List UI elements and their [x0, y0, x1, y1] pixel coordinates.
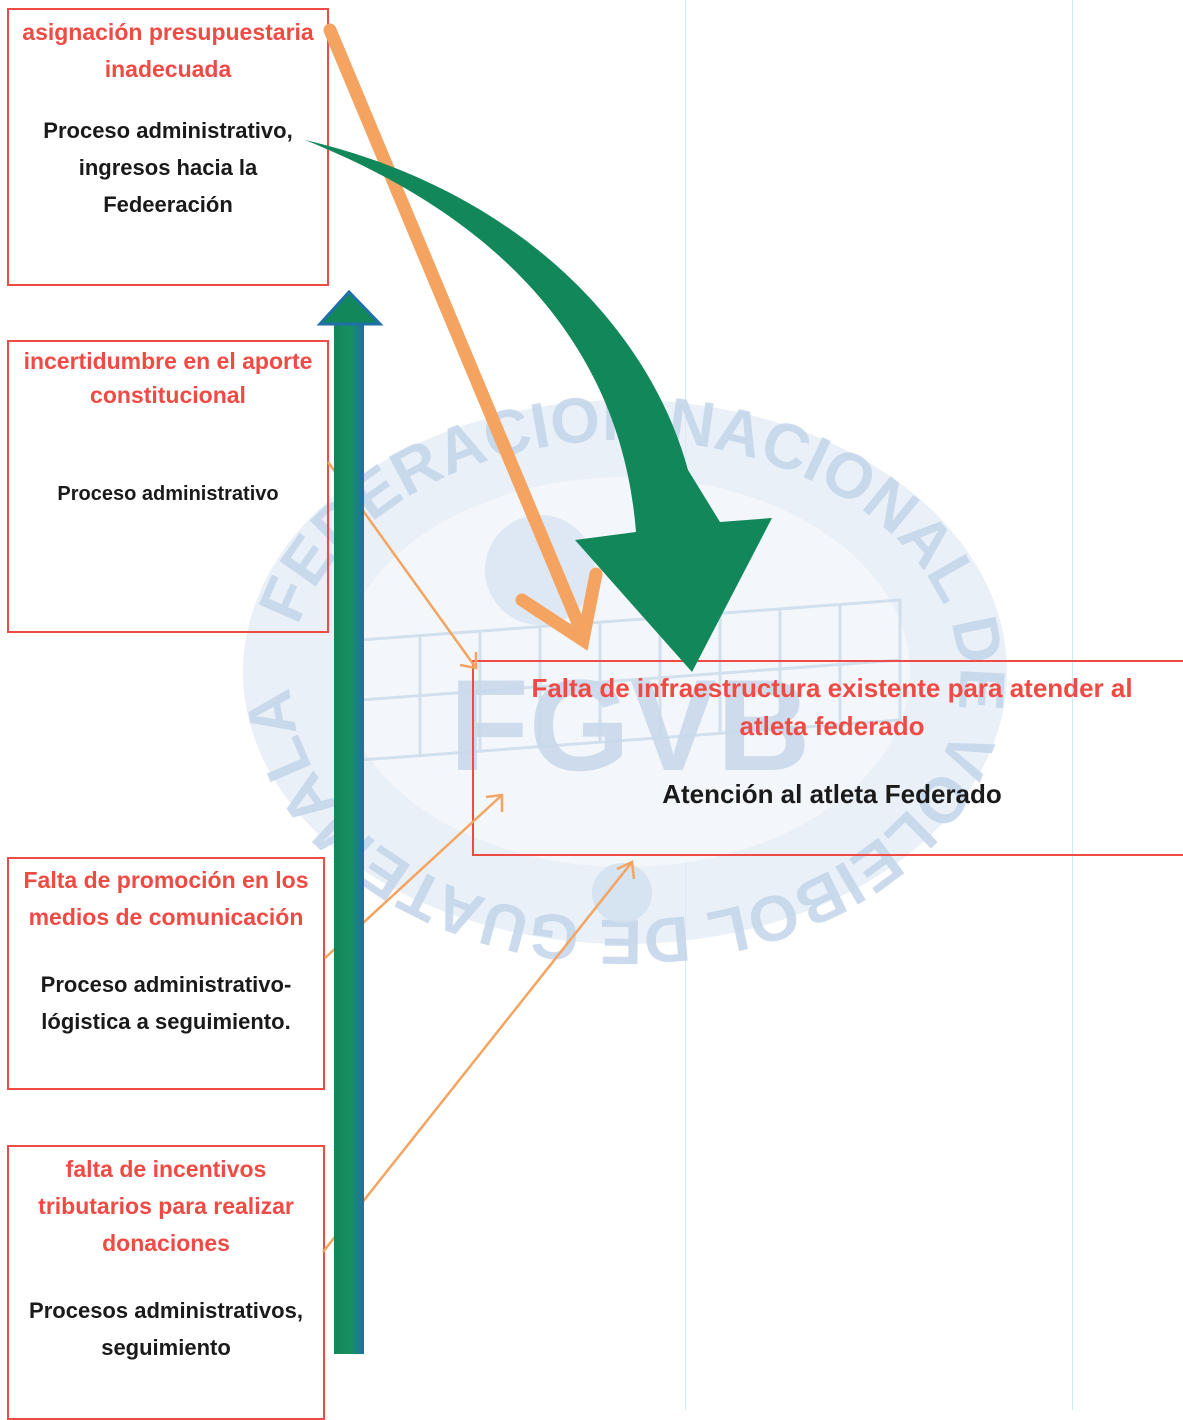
- cause-title-3: Falta de promoción en los medios de comu…: [23, 867, 309, 930]
- cause-title-2: incertidumbre en el aporte constituciona…: [23, 348, 313, 408]
- cause-box-3: Falta de promoción en los medios de comu…: [7, 857, 325, 1090]
- cause-process-1: Proceso administrativo, ingresos hacia l…: [43, 118, 293, 217]
- cause-title-4: falta de incentivos tributarios para rea…: [38, 1156, 294, 1256]
- cause-title-1: asignación presupuestaria inadecuada: [22, 19, 314, 82]
- cause-box-4: falta de incentivos tributarios para rea…: [7, 1145, 325, 1420]
- cause-process-3: Proceso administrativo- lógistica a segu…: [40, 972, 292, 1034]
- effect-subtitle: Atención al atleta Federado: [662, 779, 1002, 809]
- effect-title: Falta de infraestructura existente para …: [531, 673, 1133, 741]
- cause-process-2: Proceso administrativo: [57, 483, 279, 505]
- effect-box: Falta de infraestructura existente para …: [472, 660, 1183, 856]
- watermark-ball-icon-small: [592, 863, 652, 923]
- cause-process-4: Procesos administrativos, seguimiento: [29, 1298, 303, 1360]
- watermark-logo-text: FGVB: [449, 652, 810, 798]
- watermark-ball-icon: [485, 515, 595, 625]
- page-margin-line-right: [1072, 0, 1073, 1410]
- cause-box-2: incertidumbre en el aporte constituciona…: [7, 340, 329, 633]
- cause-box-1: asignación presupuestaria inadecuada Pro…: [7, 8, 329, 286]
